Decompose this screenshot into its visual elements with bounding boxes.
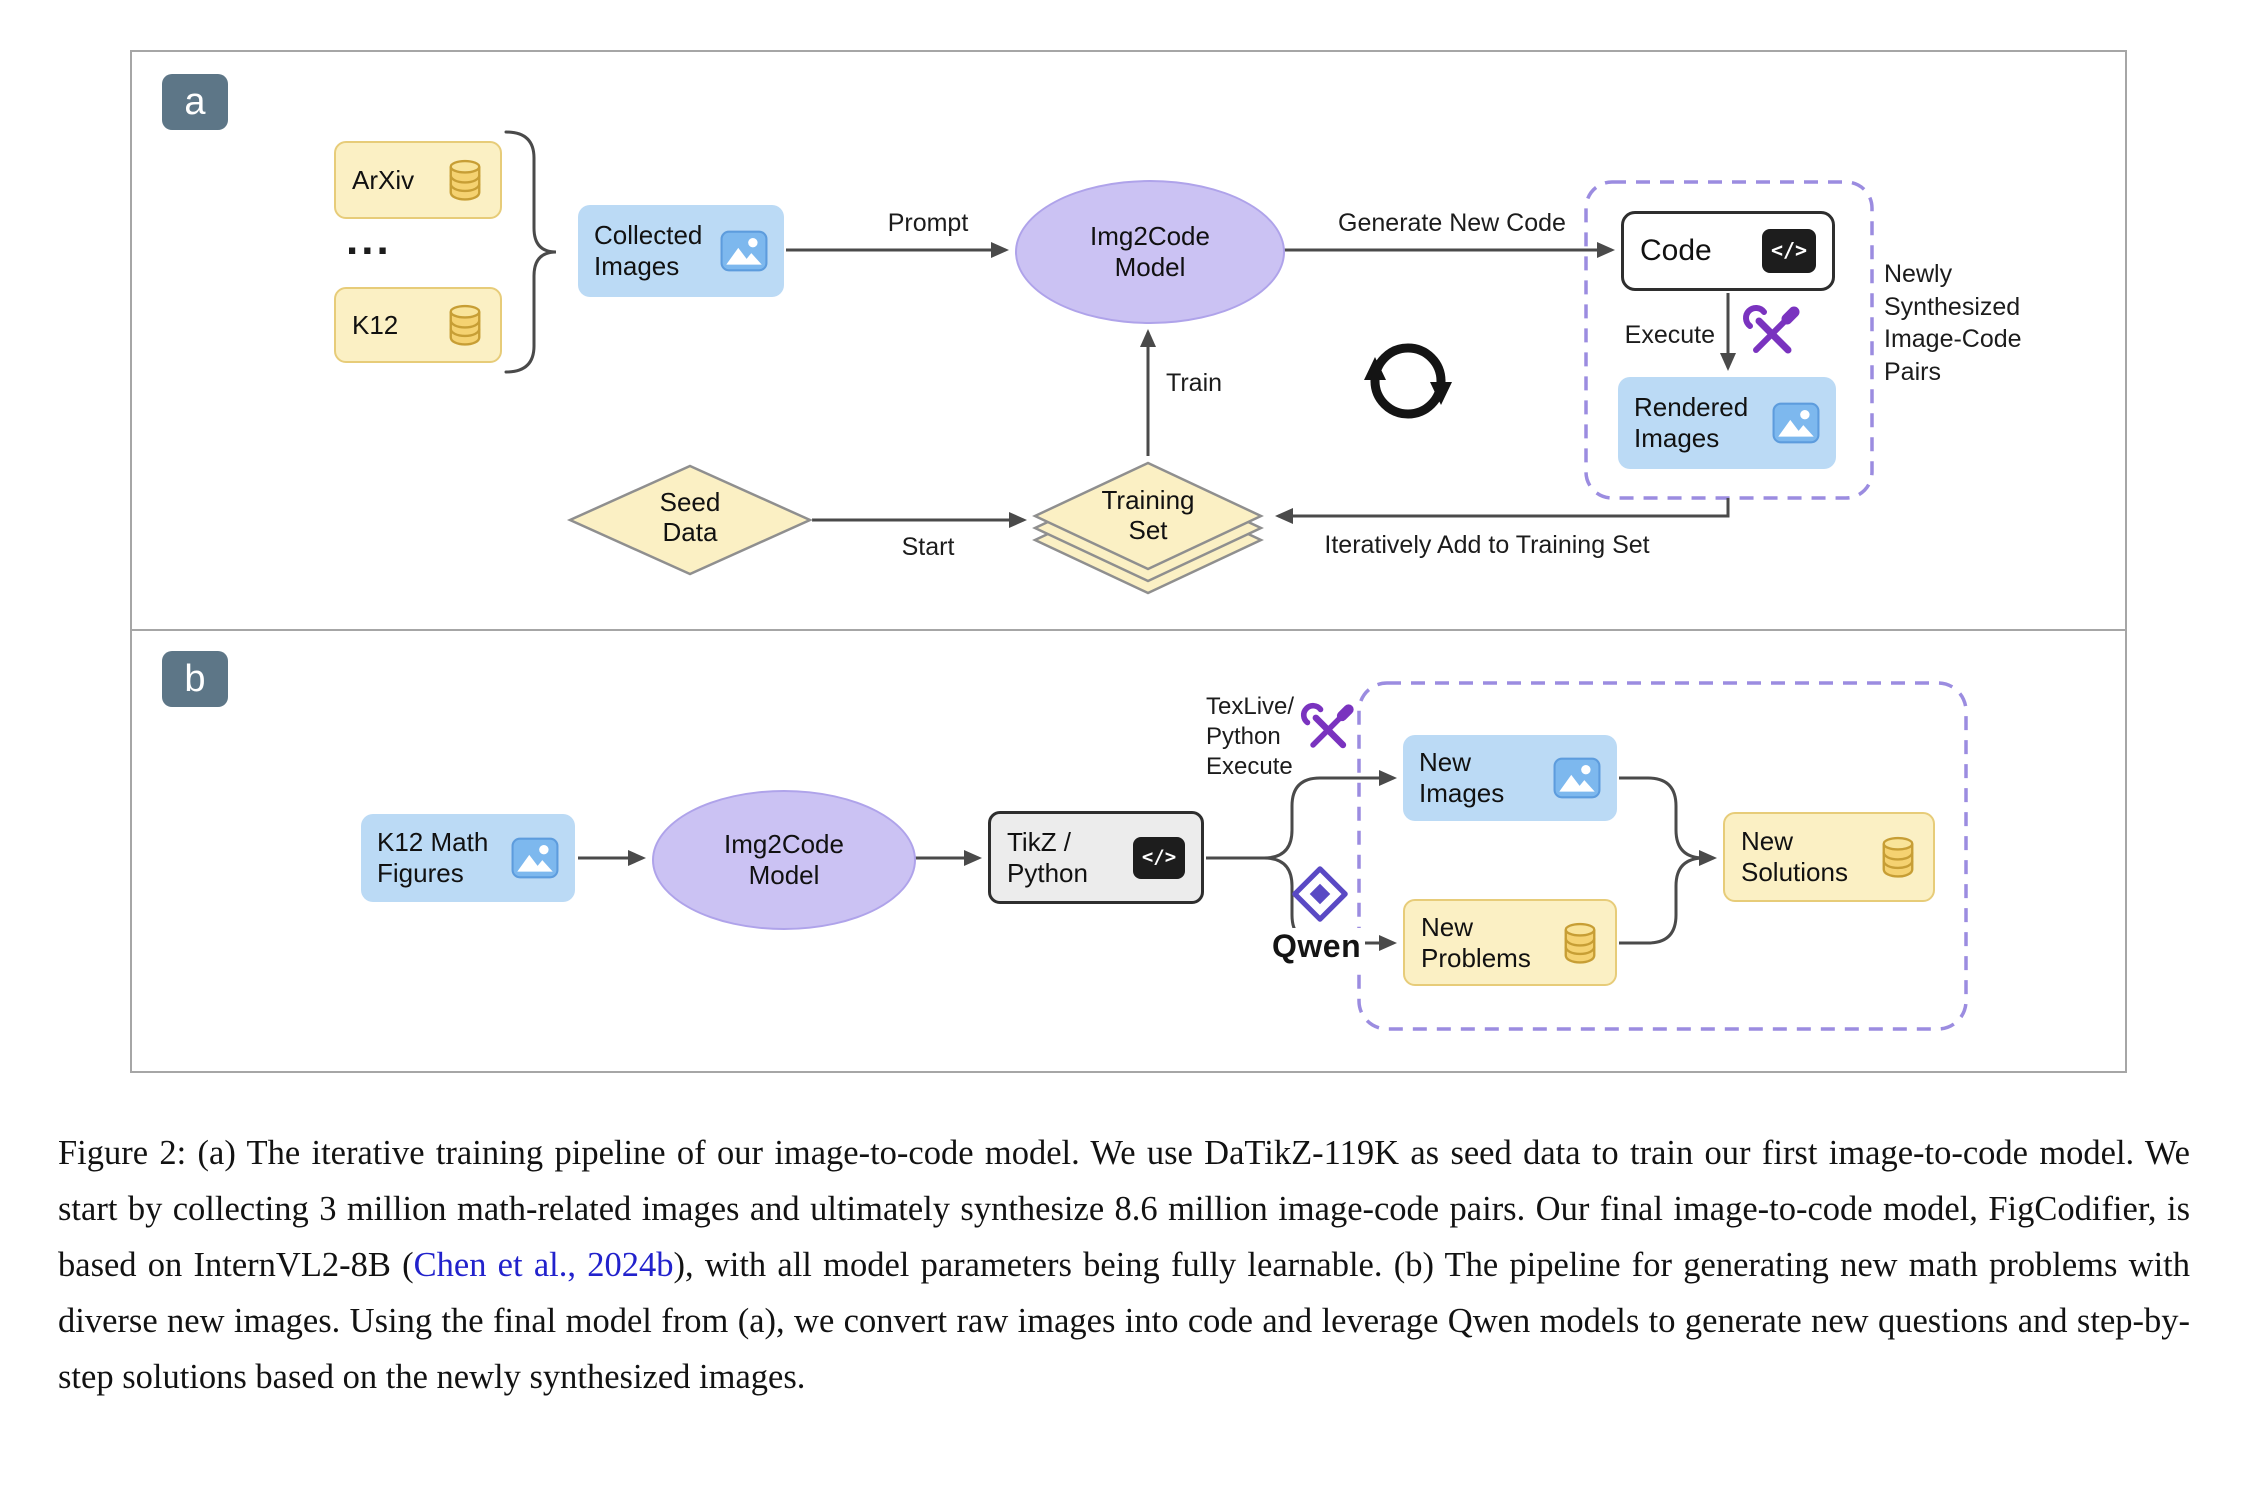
prompt-label: Prompt (887, 209, 969, 237)
collected-images-node: Collected Images (578, 205, 784, 297)
tools-icon (1742, 304, 1802, 364)
new-images-node: New Images (1403, 735, 1617, 821)
k12-label: K12 (352, 309, 399, 340)
train-label: Train (1166, 369, 1223, 397)
training-set-label: Training Set (1101, 485, 1195, 545)
generate-new-code-label: Generate New Code (1338, 209, 1566, 237)
new-solutions-label: New Solutions (1741, 826, 1848, 887)
qwen-wordmark: Qwen (1268, 928, 1366, 965)
collected-images-label: Collected Images (594, 220, 703, 281)
database-icon (446, 303, 484, 347)
k12-math-figures-node: K12 Math Figures (361, 814, 575, 902)
new-problems-node: New Problems (1403, 899, 1617, 986)
arxiv-node: ArXiv (334, 141, 502, 219)
panel-a-badge: a (162, 74, 228, 130)
k12-math-figures-label: K12 Math Figures (377, 827, 489, 888)
newly-synthesized-label: Newly Synthesized Image-Code Pairs (1884, 260, 2022, 386)
new-problems-label: New Problems (1421, 911, 1531, 973)
database-icon (446, 158, 484, 202)
seed-data-label: Seed Data (659, 487, 721, 547)
tikz-python-label: TikZ / Python (1007, 826, 1088, 888)
iteratively-add-label: Iteratively Add to Training Set (1324, 531, 1650, 559)
qwen-logo (1292, 866, 1348, 922)
start-label: Start (901, 533, 955, 561)
img2code-model-node-b: Img2Code Model (652, 790, 916, 930)
rendered-images-node: Rendered Images (1618, 377, 1836, 469)
database-icon (1879, 835, 1917, 879)
rendered-images-label: Rendered Images (1634, 392, 1749, 453)
tikz-python-node: TikZ / Python </> (988, 811, 1204, 904)
img2code-model-node-a: Img2Code Model (1015, 180, 1285, 324)
caption-citation-link[interactable]: Chen et al., 2024b (413, 1245, 674, 1284)
k12-node: K12 (334, 287, 502, 363)
arxiv-label: ArXiv (352, 164, 415, 195)
caption-text-after: ), with all model parameters being fully… (58, 1245, 2190, 1396)
new-solutions-node: New Solutions (1723, 812, 1935, 902)
img2code-model-label: Img2Code Model (724, 828, 844, 890)
database-icon (1561, 921, 1599, 965)
code-node: Code </> (1621, 211, 1835, 291)
tools-icon (1300, 702, 1356, 758)
code-icon: </> (1133, 836, 1185, 879)
datasets-ellipsis: ... (346, 215, 392, 264)
code-icon: </> (1762, 229, 1816, 273)
figure-caption: Figure 2: (a) The iterative training pip… (58, 1126, 2190, 1405)
image-icon (1772, 402, 1820, 444)
image-icon (1553, 757, 1601, 799)
image-icon (511, 837, 559, 879)
code-label: Code (1640, 234, 1712, 268)
texlive-python-execute-label: TexLive/ Python Execute (1206, 693, 1295, 780)
new-images-label: New Images (1419, 747, 1505, 808)
execute-label: Execute (1624, 321, 1715, 349)
panel-b-badge: b (162, 651, 228, 707)
image-icon (720, 230, 768, 272)
img2code-model-label: Img2Code Model (1090, 220, 1210, 282)
caption-text-before: Figure 2: (a) The iterative training pip… (58, 1134, 2190, 1284)
